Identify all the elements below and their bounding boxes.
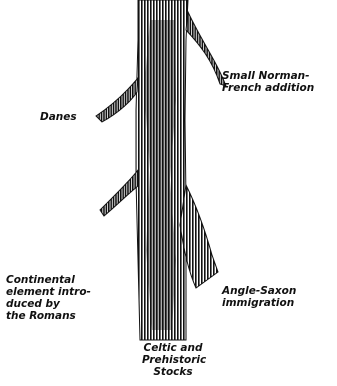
danes-branch — [96, 78, 138, 122]
danes-label: Danes — [40, 111, 77, 123]
norman-label: Small Norman- French addition — [222, 70, 314, 94]
continental-branch — [100, 170, 138, 216]
continental-label: Continental element intro- duced by the … — [6, 274, 91, 322]
anglo-saxon-label: Angle-Saxon immigration — [222, 285, 296, 309]
celtic-label: Celtic and Prehistoric Stocks — [142, 342, 204, 378]
norman-branch — [186, 12, 226, 86]
